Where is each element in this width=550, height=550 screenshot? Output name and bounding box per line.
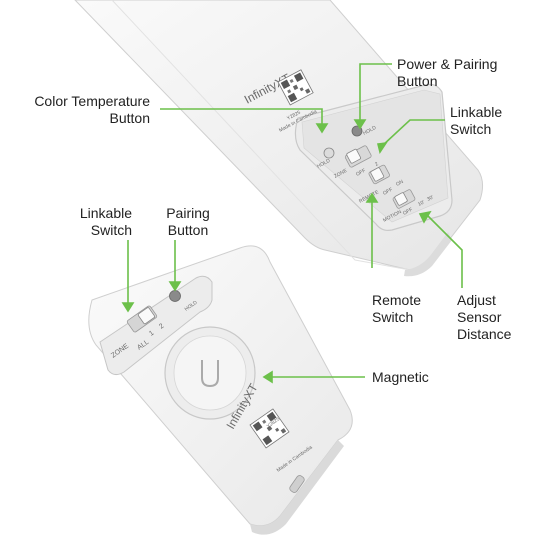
pairing-arrow [168,281,182,292]
color-temp-arrow [315,123,329,134]
remote-zone-switch[interactable] [126,305,158,333]
remote-switch-arrow [365,192,379,203]
magnetic-arrow [262,370,273,384]
callout-adjust-sensor-line3: Distance [457,326,512,342]
callout-magnetic: Magnetic [372,369,429,386]
remote-zone-two-label: 2 [158,323,165,331]
callout-linkable-switch-remote: Linkable Switch [56,205,132,239]
callout-remote-switch-line2: Switch [372,309,414,325]
magnet-icon [201,360,219,388]
bar-zone-off-label: OFF [355,168,367,178]
callout-power-pairing: Power & Pairing Button [397,56,497,90]
bar-zone-switch[interactable] [344,145,372,168]
magnetic-pad [164,326,256,420]
callout-linkable-switch-top: Linkable Switch [450,104,502,138]
remote-control-panel [99,275,213,376]
remote-qr-code [249,408,290,449]
callout-color-temp-line2: Button [109,110,150,126]
bar-remote-on-label: ON [395,179,405,188]
callout-remote-switch: Remote Switch [372,292,421,326]
sensor-arrow [418,210,432,224]
callout-linkable-top-line1: Linkable [450,104,503,120]
callout-adjust-sensor-line2: Sensor [457,309,502,325]
callout-color-temperature: Color Temperature Button [20,93,150,127]
remote-zone-one-label: 1 [148,330,155,338]
sensor-line [427,215,463,288]
callout-power-pairing-line2: Button [397,73,438,89]
callout-remote-switch-line1: Remote [372,292,422,308]
callout-adjust-sensor: Adjust Sensor Distance [457,292,511,343]
callout-linkable-remote-line1: Linkable [79,205,132,221]
color-temp-line [160,108,323,126]
callout-pairing-line2: Button [167,222,209,238]
bar-qr-code [277,69,314,106]
bar-remote-off-label: OFF [382,187,394,197]
callout-magnetic-line1: Magnetic [372,369,429,385]
bar-motion-off-label: OFF [402,207,414,217]
bar-motion-switch[interactable] [392,189,416,209]
power-line [359,63,392,122]
callout-pairing-button: Pairing Button [150,205,226,239]
callout-linkable-top-line2: Switch [450,121,492,137]
callout-power-pairing-line1: Power & Pairing [397,56,498,72]
bar-motion-10-label: 10' [417,199,426,207]
linkable-top-line [381,119,445,147]
callout-adjust-sensor-line1: Adjust [457,292,496,308]
remote-pairing-button[interactable] [169,290,181,302]
linkable-remote-arrow [121,302,135,313]
callout-pairing-line1: Pairing [166,205,210,221]
callout-lines [121,63,463,384]
remote-port [289,475,305,493]
bar-motion-30-label: 30' [426,194,435,202]
bar-zone-two-label: 2 [374,161,379,168]
callout-linkable-remote-line2: Switch [90,222,132,238]
linkable-top-arrow [377,141,388,154]
bar-remote-switch[interactable] [368,164,390,185]
callout-color-temp-line1: Color Temperature [34,93,150,109]
power-arrow [353,119,367,130]
